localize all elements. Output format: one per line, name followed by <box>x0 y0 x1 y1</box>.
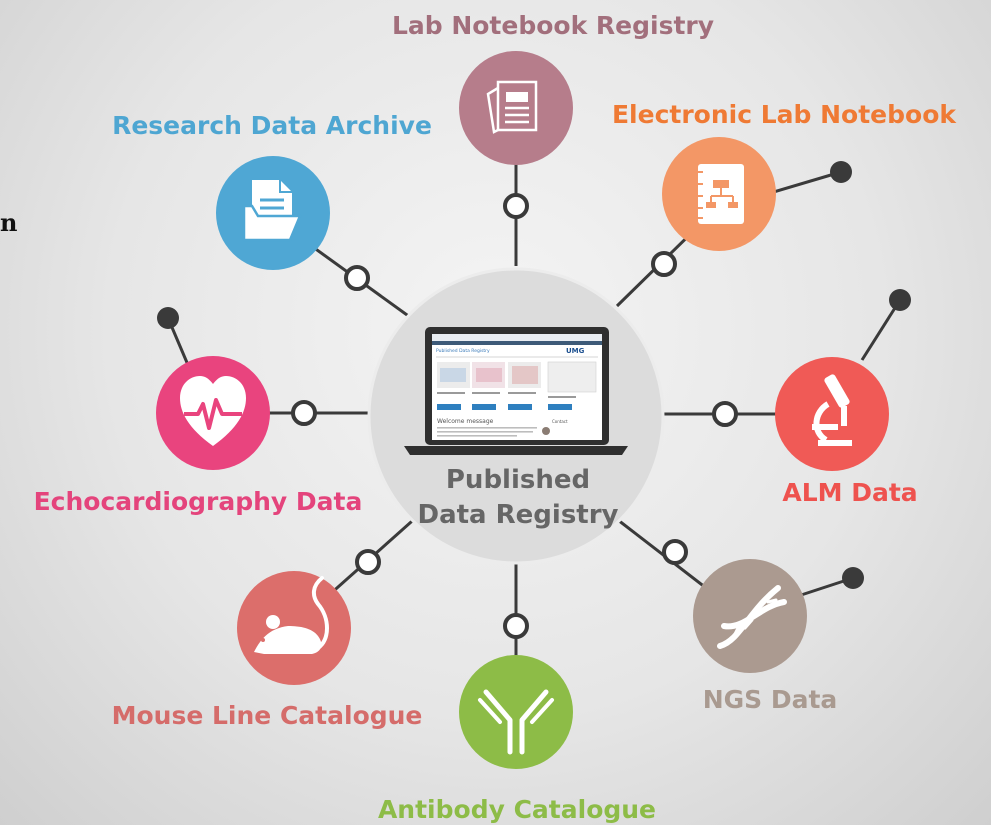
end-dot-alm-data <box>889 289 911 311</box>
screen-site-title: Published Data Registry <box>436 348 490 354</box>
ring-mouse-line-catalogue <box>355 549 381 575</box>
notebook-icon <box>693 164 744 224</box>
ring-research-data-archive <box>344 265 370 291</box>
label-mouse-line-catalogue: Mouse Line Catalogue <box>112 701 423 730</box>
label-alm-data: ALM Data <box>782 478 917 507</box>
label-ngs-data: NGS Data <box>703 685 838 714</box>
node-echocardiography-data[interactable]: Echocardiography Data <box>34 356 363 516</box>
label-antibody-catalogue: Antibody Catalogue <box>378 795 656 824</box>
node-research-data-archive[interactable]: Research Data Archive <box>112 111 432 270</box>
ring-antibody-catalogue <box>503 613 529 639</box>
ring-lab-notebook-registry <box>503 193 529 219</box>
end-dot-electronic-lab-notebook <box>830 161 852 183</box>
end-dot-echocardiography-data <box>157 307 179 329</box>
microscope-icon <box>812 374 852 446</box>
end-dots <box>157 161 911 589</box>
node-ngs-data[interactable]: NGS Data <box>693 559 837 714</box>
connector-alm-data-tail <box>860 299 902 361</box>
hub-title-line1: Published <box>446 465 590 495</box>
ring-echocardiography-data <box>291 400 317 426</box>
screen-contact: Contact <box>552 419 568 424</box>
hub-title-line2: Data Registry <box>417 500 618 530</box>
ring-electronic-lab-notebook <box>651 251 677 277</box>
central-hub[interactable]: Published Data Registry UMG Welcome mess… <box>367 267 665 565</box>
node-mouse-line-catalogue[interactable]: Mouse Line Catalogue <box>112 571 423 730</box>
mouse-icon <box>254 576 329 654</box>
label-research-data-archive: Research Data Archive <box>112 111 432 140</box>
dna-icon <box>717 585 787 649</box>
screen-brand: UMG <box>566 347 585 355</box>
node-lab-notebook-registry[interactable]: Lab Notebook Registry <box>392 11 714 165</box>
ring-alm-data <box>712 401 738 427</box>
newspaper-icon <box>486 80 538 134</box>
node-electronic-lab-notebook[interactable]: Electronic Lab Notebook <box>612 100 957 251</box>
joint-rings <box>291 193 738 639</box>
ring-ngs-data <box>662 539 688 565</box>
label-lab-notebook-registry: Lab Notebook Registry <box>392 11 714 40</box>
label-echocardiography-data: Echocardiography Data <box>34 487 363 516</box>
antibody-icon <box>478 689 554 755</box>
end-dot-ngs-data <box>842 567 864 589</box>
node-antibody-catalogue[interactable]: Antibody Catalogue <box>378 655 656 824</box>
partial-text: n <box>0 208 18 237</box>
label-electronic-lab-notebook: Electronic Lab Notebook <box>612 100 957 129</box>
node-alm-data[interactable]: ALM Data <box>775 357 918 507</box>
laptop-icon: Published Data Registry UMG Welcome mess… <box>404 327 628 455</box>
screen-welcome: Welcome message <box>437 418 494 425</box>
folder-icon <box>242 180 302 242</box>
heart-icon <box>180 376 246 446</box>
